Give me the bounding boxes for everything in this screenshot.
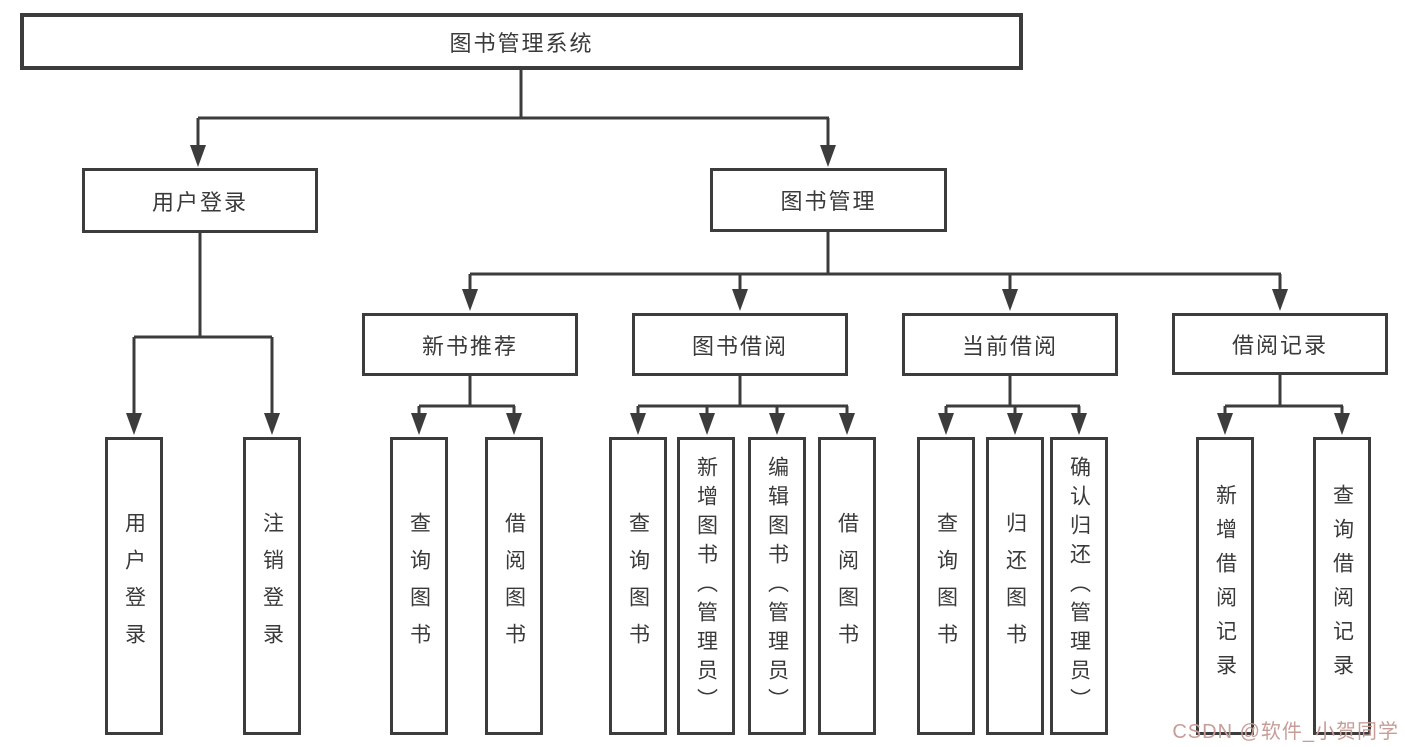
node-borrow-records: 借阅记录 [1172, 313, 1388, 375]
node-label: 新增图书（管理员） [694, 455, 718, 717]
node-new-book-recommend: 新书推荐 [362, 313, 578, 376]
node-label: 归还图书 [1003, 512, 1027, 660]
node-label: 确认归还（管理员） [1067, 455, 1091, 717]
node-label: 查询图书 [626, 512, 650, 660]
node-label: 查询图书 [407, 512, 431, 660]
leaf-recommend-query-books: 查询图书 [390, 437, 448, 735]
leaf-borrow-edit-books-admin: 编辑图书（管理员） [748, 437, 806, 735]
leaf-add-borrow-record: 新增借阅记录 [1196, 437, 1254, 735]
leaf-recommend-borrow-books: 借阅图书 [485, 437, 543, 735]
leaf-current-return-books: 归还图书 [986, 437, 1044, 735]
node-current-borrow: 当前借阅 [902, 313, 1118, 376]
leaf-borrow-query-books: 查询图书 [609, 437, 667, 735]
node-label: 图书管理 [780, 189, 877, 214]
node-label: 借阅图书 [835, 512, 859, 660]
csdn-watermark: CSDN @软件_小贺同学 [1172, 721, 1399, 743]
leaf-borrow-add-books-admin: 新增图书（管理员） [677, 437, 735, 735]
node-label: 借阅图书 [502, 512, 526, 660]
leaf-borrow-borrow-books: 借阅图书 [818, 437, 876, 735]
node-user-login: 用户登录 [82, 168, 318, 233]
leaf-query-borrow-record: 查询借阅记录 [1313, 437, 1371, 735]
leaf-user-login: 用户登录 [105, 437, 163, 735]
node-label: 图书借阅 [691, 333, 788, 359]
node-label: 编辑图书（管理员） [765, 455, 789, 717]
node-label: 查询借阅记录 [1330, 484, 1354, 688]
node-book-borrow: 图书借阅 [632, 313, 848, 376]
node-label: 当前借阅 [961, 333, 1058, 359]
node-label: 图书管理系统 [449, 30, 594, 56]
node-label: 新书推荐 [421, 333, 518, 359]
leaf-current-query-books: 查询图书 [917, 437, 975, 735]
node-label: 用户登录 [122, 512, 146, 660]
node-label: 查询图书 [934, 512, 958, 660]
leaf-current-confirm-return-admin: 确认归还（管理员） [1050, 437, 1108, 735]
node-label: 注销登录 [260, 512, 284, 660]
node-library-system: 图书管理系统 [20, 13, 1023, 70]
leaf-logout: 注销登录 [243, 437, 301, 735]
node-label: 用户登录 [151, 189, 248, 215]
node-label: 新增借阅记录 [1213, 484, 1237, 688]
node-label: 借阅记录 [1231, 333, 1328, 358]
node-book-management: 图书管理 [710, 168, 947, 232]
